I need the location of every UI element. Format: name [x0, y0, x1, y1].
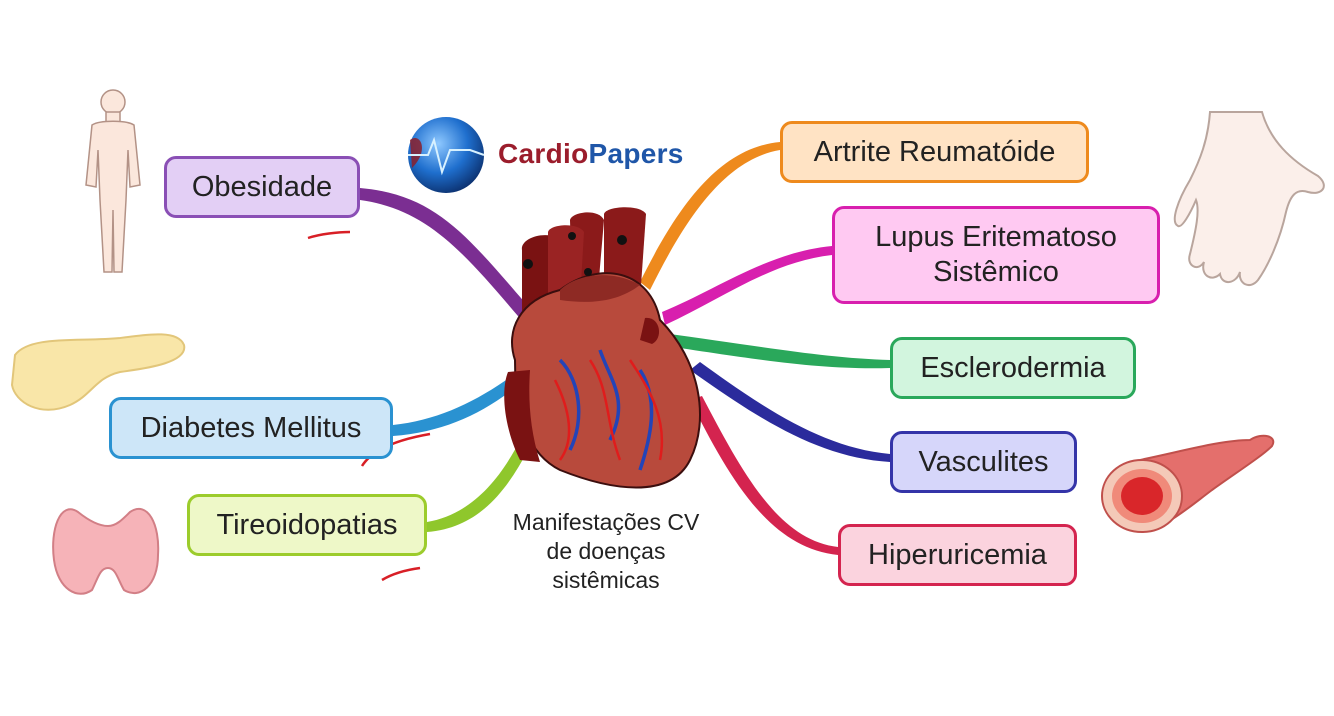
node-tireoidopatias: Tireoidopatias [187, 494, 427, 556]
check-mark-obesidade [307, 230, 351, 240]
center-topic-label: Manifestações CV de doenças sistêmicas [512, 509, 700, 593]
brand-name-part2: Papers [588, 138, 684, 169]
artery-icon [1101, 434, 1275, 533]
branch-vasculites [690, 362, 890, 462]
branch-diabetes [393, 370, 522, 436]
brand-name-part1: Cardio [498, 138, 589, 169]
branch-esclerodermia [660, 333, 890, 369]
brand-logo-text: CardioPapers [498, 138, 684, 170]
branch-artrite [640, 142, 780, 290]
node-obesidade: Obesidade [164, 156, 360, 218]
branch-hiperuricemia [690, 396, 838, 555]
node-artrite-reumatoide: Artrite Reumatóide [780, 121, 1089, 183]
pancreas-icon [10, 333, 186, 411]
thyroid-icon [52, 508, 160, 595]
node-lupus-eritematoso-sistemico: Lupus Eritematoso Sistêmico [832, 206, 1160, 304]
node-esclerodermia: Esclerodermia [890, 337, 1136, 399]
branch-lupus [662, 246, 832, 325]
check-mark-tireoidopatias [381, 566, 421, 582]
node-diabetes-mellitus: Diabetes Mellitus [109, 397, 393, 459]
node-hiperuricemia: Hiperuricemia [838, 524, 1077, 586]
hand-icon [1173, 111, 1325, 287]
node-vasculites: Vasculites [890, 431, 1077, 493]
human-body-icon [85, 89, 141, 273]
